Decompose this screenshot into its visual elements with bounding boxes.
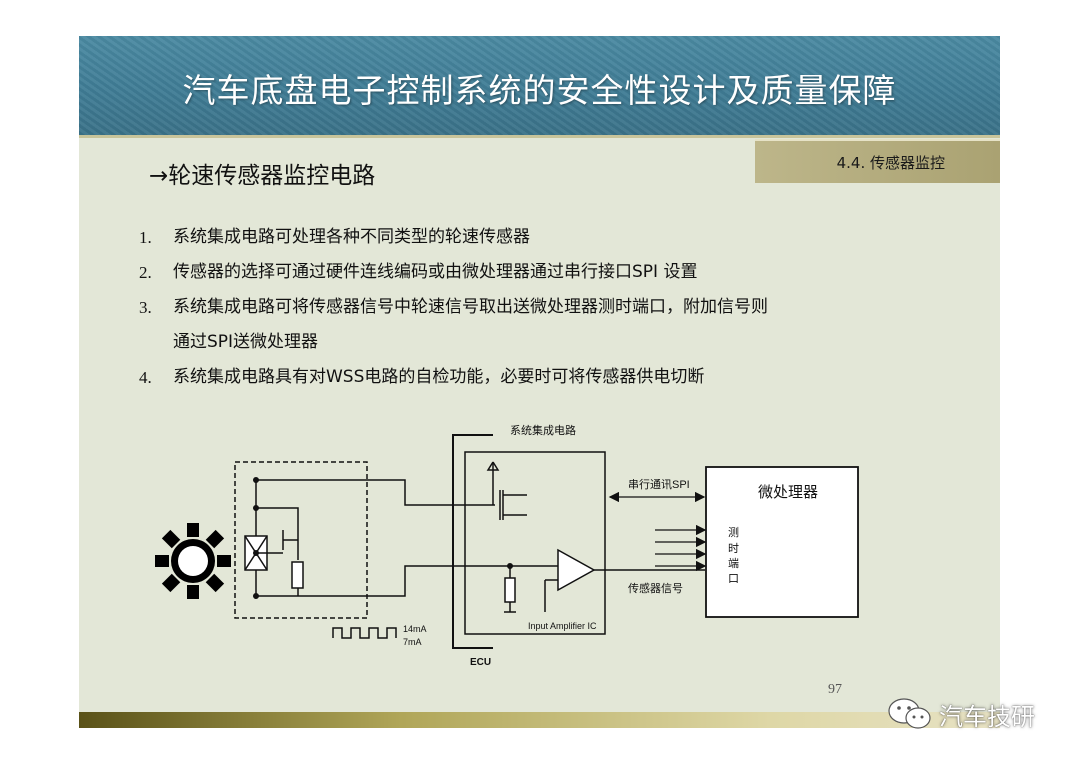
mcu-box <box>705 466 859 618</box>
ic-box <box>464 451 606 635</box>
slide-title: 汽车底盘电子控制系统的安全性设计及质量保障 <box>182 71 897 110</box>
list-item-text: 传感器的选择可通过硬件连线编码或由微处理器通过串行接口SPI 设置 <box>173 262 698 282</box>
list-item-number: 3. <box>139 298 152 317</box>
title-bar: 汽车底盘电子控制系统的安全性设计及质量保障 <box>79 36 1000 138</box>
page-number: 97 <box>828 682 842 697</box>
mcu-label: 微处理器 <box>758 484 818 501</box>
list-item-text: 系统集成电路具有对WSS电路的自检功能，必要时可将传感器供电切断 <box>173 367 705 387</box>
subheading: →轮速传感器监控电路 <box>149 163 376 189</box>
current-high-label: 14mA <box>403 624 427 634</box>
port-char: 口 <box>728 573 739 585</box>
ecu-bracket <box>452 434 493 649</box>
slide: 汽车底盘电子控制系统的安全性设计及质量保障 4.4. 传感器监控 →轮速传感器监… <box>79 36 1000 728</box>
ecu-label: ECU <box>470 657 491 668</box>
bullet-list: 1. 系统集成电路可处理各种不同类型的轮速传感器 2. 传感器的选择可通过硬件连… <box>139 220 959 395</box>
sensor-circuit <box>244 479 560 597</box>
port-char: 测 <box>728 526 739 539</box>
watermark-text: 汽车技研 <box>939 702 1035 731</box>
square-wave-signal <box>332 627 397 639</box>
list-item: 1. 系统集成电路可处理各种不同类型的轮速传感器 <box>139 220 959 255</box>
sensor-enclosure <box>234 461 368 619</box>
list-item-number: 1. <box>139 228 152 247</box>
wechat-icon <box>888 698 931 729</box>
section-tag-label: 4.4. 传感器监控 <box>836 154 945 172</box>
current-low-label: 7mA <box>403 637 422 647</box>
list-item-text: 系统集成电路可将传感器信号中轮速信号取出送微处理器测时端口，附加信号则 <box>173 297 768 317</box>
list-item-number: 2. <box>139 263 152 282</box>
spi-label: 串行通讯SPI <box>628 478 690 491</box>
ic-label: 系统集成电路 <box>510 423 576 437</box>
list-item: 2. 传感器的选择可通过硬件连线编码或由微处理器通过串行接口SPI 设置 <box>139 255 959 290</box>
list-item: 4. 系统集成电路具有对WSS电路的自检功能，必要时可将传感器供电切断 <box>139 360 959 395</box>
tone-wheel-icon <box>155 523 231 599</box>
list-item-text: 系统集成电路可处理各种不同类型的轮速传感器 <box>173 227 530 247</box>
amp-label: Input Amplifier IC <box>528 621 597 631</box>
sensor-signal-label: 传感器信号 <box>628 582 683 595</box>
bottom-bar <box>79 712 1000 728</box>
list-item-text-continued: 通过SPI送微处理器 <box>173 332 319 352</box>
port-char: 端 <box>728 557 739 570</box>
ic-internals <box>486 461 705 613</box>
section-tag: 4.4. 传感器监控 <box>755 139 1000 183</box>
list-item: 3. 系统集成电路可将传感器信号中轮速信号取出送微处理器测时端口，附加信号则 通… <box>139 290 959 360</box>
port-char: 时 <box>728 542 739 555</box>
timing-port-arrows <box>655 524 707 572</box>
list-item-number: 4. <box>139 368 152 387</box>
watermark: 汽车技研 <box>887 692 1035 736</box>
